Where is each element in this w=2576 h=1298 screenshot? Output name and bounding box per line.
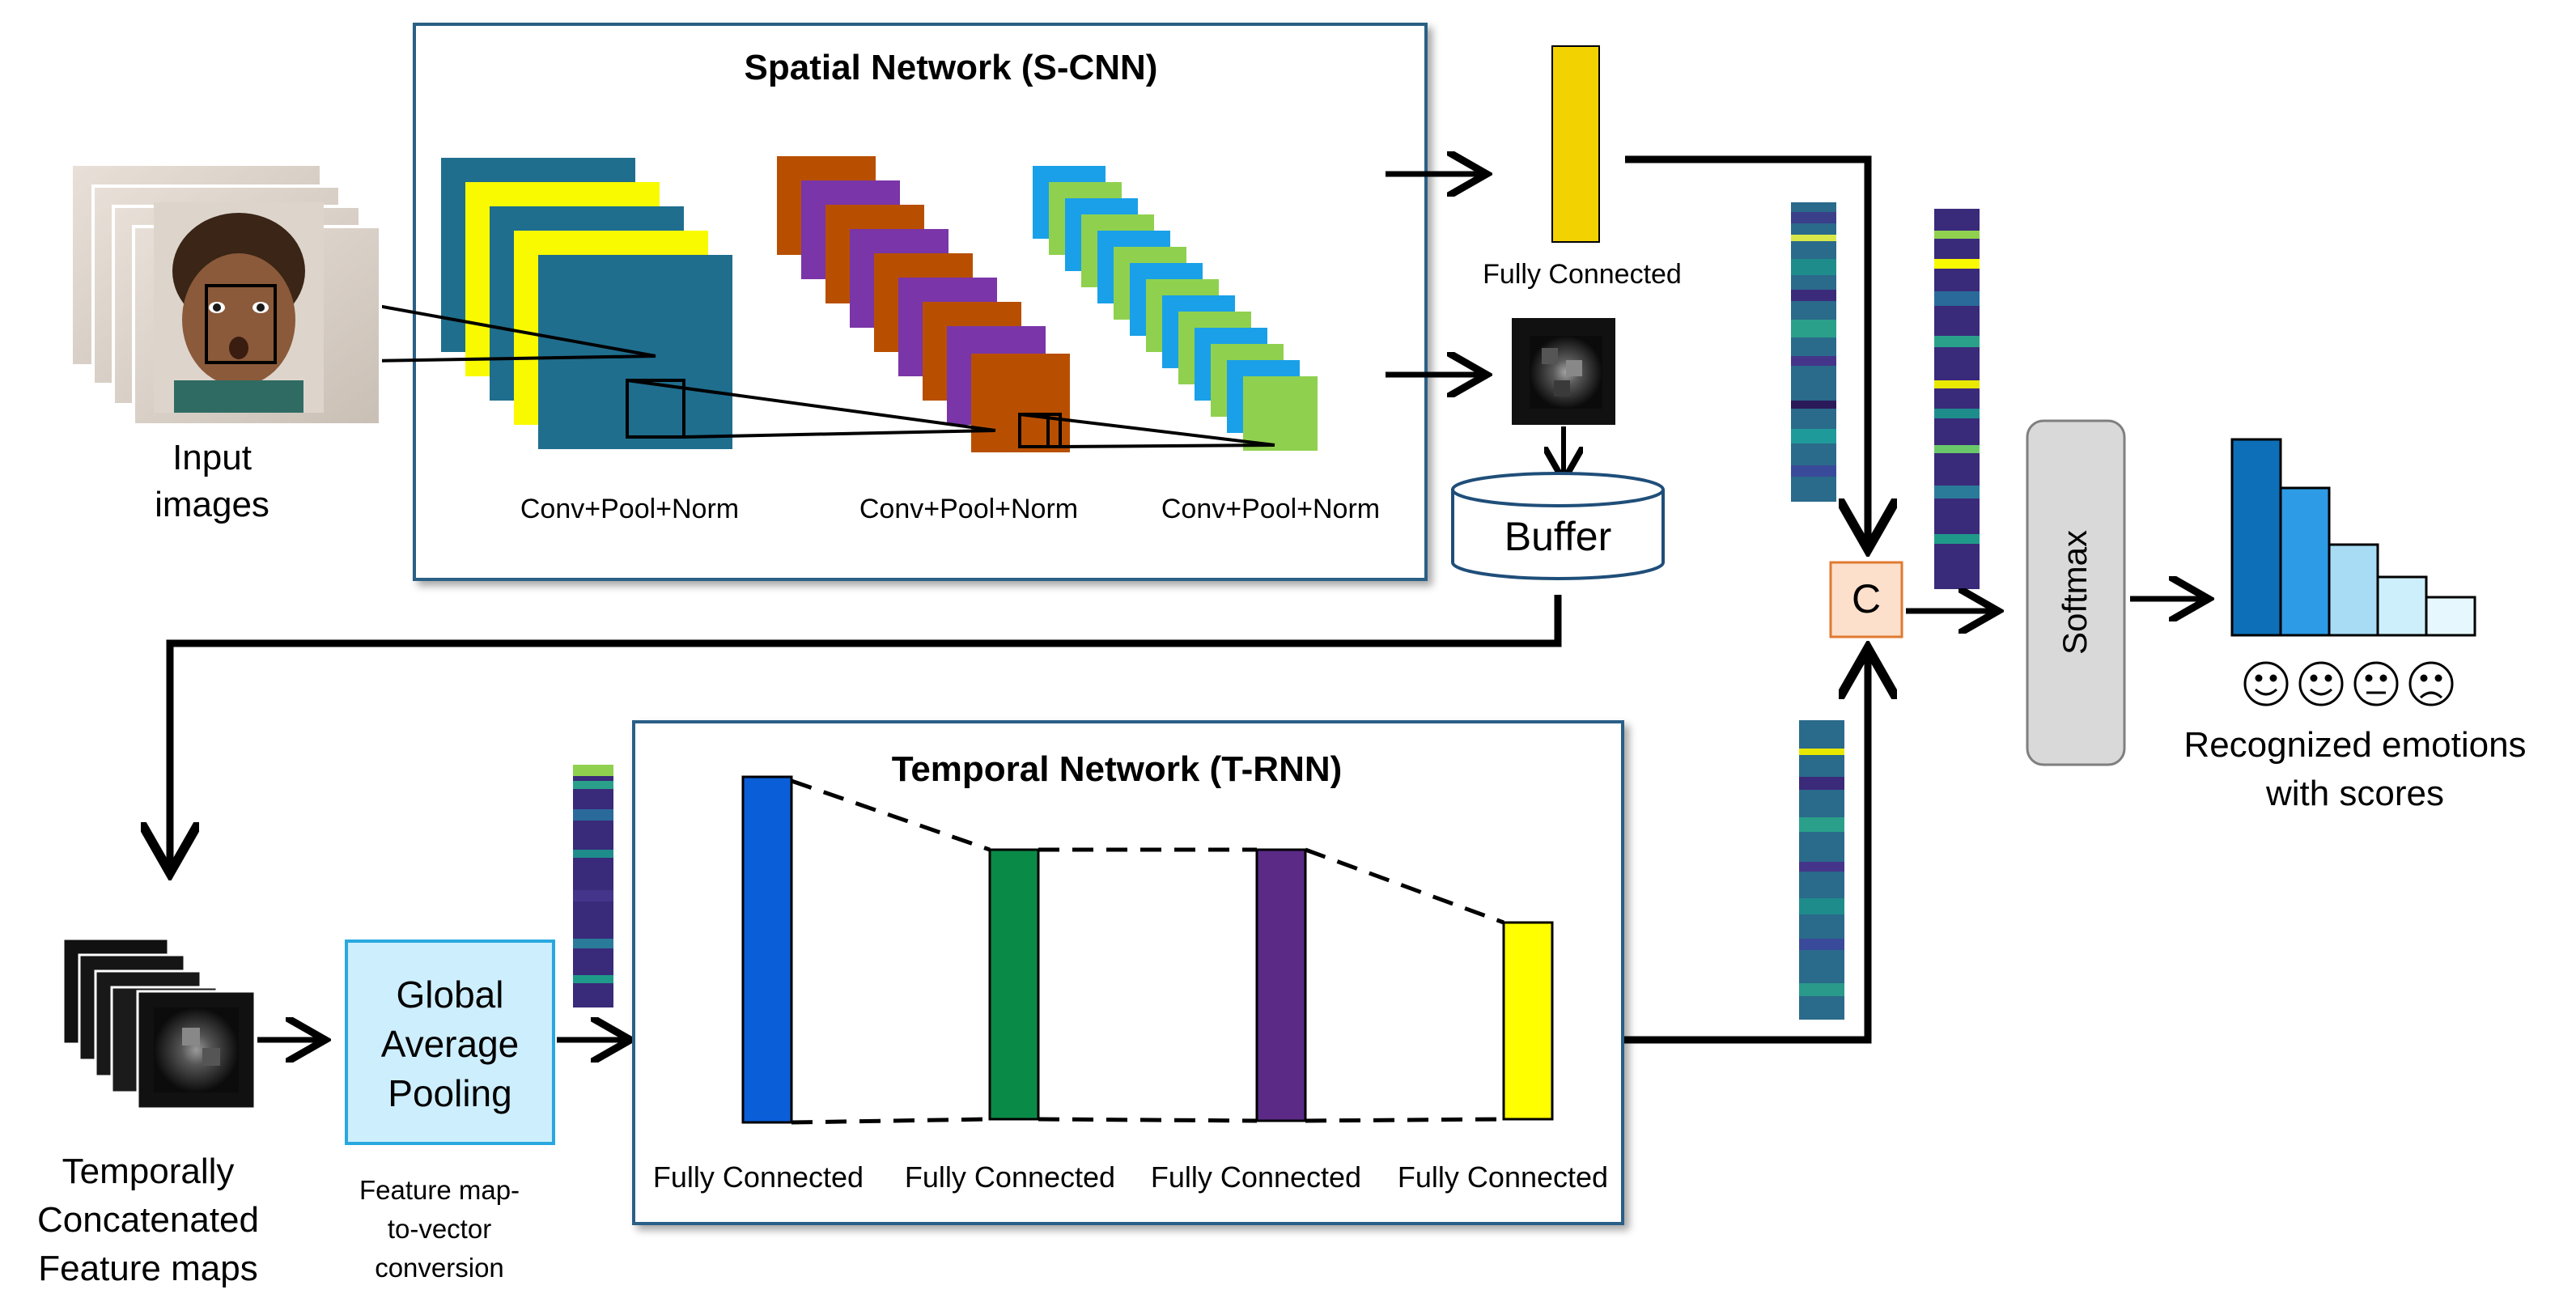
score-bar-5	[2425, 596, 2476, 637]
temporal-fc-block-2	[988, 848, 1040, 1121]
conv-stage-3-stack	[1033, 166, 1318, 451]
spatial-feature-vector-strip	[1791, 202, 1836, 502]
temporal-feature-vector-strip	[1799, 720, 1844, 1020]
gap-caption-line3: conversion	[375, 1253, 504, 1283]
temporal-fc-block-4	[1502, 921, 1554, 1121]
input-images-label-line1: Input	[172, 438, 252, 477]
gap-label-line3: Pooling	[388, 1072, 511, 1114]
conv-stage-2-stack	[777, 156, 1070, 452]
buffer-label: Buffer	[1504, 514, 1612, 559]
global-average-pooling-block	[345, 940, 555, 1145]
fully-connected-block	[1551, 45, 1600, 243]
softmax-block	[2026, 419, 2126, 766]
temporal-fc-block-3	[1255, 848, 1307, 1122]
spatial-network-title: Spatial Network (S-CNN)	[745, 48, 1158, 87]
arrow-fc-to-concat	[1625, 155, 1868, 542]
arrow-trnn-to-concat	[1623, 655, 1868, 1044]
score-bar-1	[2230, 438, 2282, 637]
receptive-field-lines	[274, 286, 1275, 448]
temporal-network-title: Temporal Network (T-RNN)	[892, 749, 1343, 789]
temporal-network-box	[632, 720, 1624, 1225]
output-caption-line1: Recognized emotions	[2183, 725, 2526, 765]
gap-caption-line1: Feature map-	[359, 1175, 520, 1205]
softmax-label: Softmax	[2056, 530, 2094, 655]
input-images-label-line2: images	[155, 485, 269, 524]
temporal-fc-block-1	[741, 775, 793, 1124]
emotion-score-bars	[2230, 438, 2476, 637]
pooled-feature-vector-strip	[573, 765, 613, 1007]
happy-face-icon	[2243, 661, 2289, 706]
sad-face-icon	[2408, 661, 2454, 706]
output-caption-line2: with scores	[2265, 774, 2444, 813]
conv-stage-1-label: Conv+Pool+Norm	[520, 494, 739, 524]
temporal-feature-maps-stack	[62, 937, 257, 1110]
score-bar-4	[2376, 575, 2428, 637]
feature-maps-caption-line2: Concatenated	[37, 1200, 259, 1240]
concatenated-feature-vector-strip	[1934, 209, 1980, 589]
concatenation-node	[1829, 561, 1903, 638]
feature-map-thumbnail	[1512, 318, 1615, 425]
concatenation-label: C	[1852, 576, 1881, 621]
gap-label-line1: Global	[397, 973, 504, 1016]
conv-stage-1-stack	[441, 158, 732, 449]
conv-stage-2-label: Conv+Pool+Norm	[859, 494, 1078, 524]
happy-face-icon	[2298, 661, 2344, 706]
temporal-fc-label-1: Fully Connected	[653, 1160, 864, 1194]
temporal-fc-label-2: Fully Connected	[905, 1160, 1115, 1194]
temporal-fc-label-3: Fully Connected	[1151, 1160, 1361, 1194]
conv-stage-3-label: Conv+Pool+Norm	[1161, 494, 1380, 524]
arrow-buffer-to-feature-maps	[170, 595, 1562, 866]
score-bar-3	[2328, 543, 2379, 637]
input-image-stack	[73, 166, 382, 426]
neutral-face-icon	[2353, 661, 2399, 706]
score-bar-2	[2279, 486, 2331, 637]
fully-connected-label: Fully Connected	[1483, 259, 1682, 290]
temporal-fc-label-4: Fully Connected	[1398, 1160, 1608, 1194]
feature-maps-caption-line3: Feature maps	[38, 1249, 257, 1288]
buffer-cylinder	[1451, 472, 1665, 580]
gap-label-line2: Average	[381, 1023, 520, 1065]
feature-maps-caption-line1: Temporally	[62, 1152, 235, 1191]
gap-caption-line2: to-vector	[388, 1214, 491, 1244]
temporal-fc-dashed-links	[791, 778, 1504, 1125]
